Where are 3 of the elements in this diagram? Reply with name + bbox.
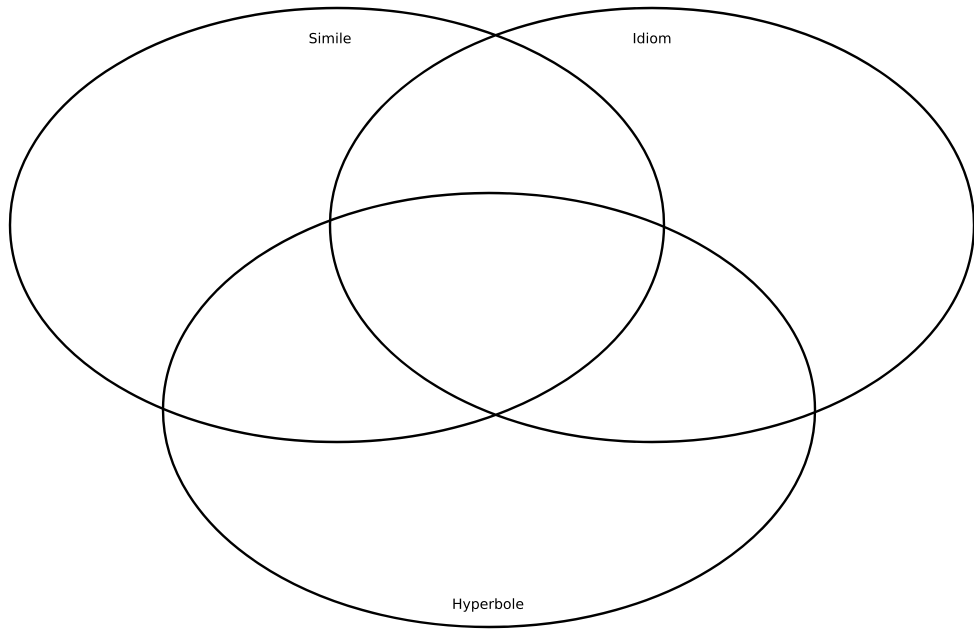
set-label: Simile (310, 32, 351, 44)
set-label: Idiom (634, 32, 670, 44)
set-label: Hyperbole (453, 598, 524, 612)
